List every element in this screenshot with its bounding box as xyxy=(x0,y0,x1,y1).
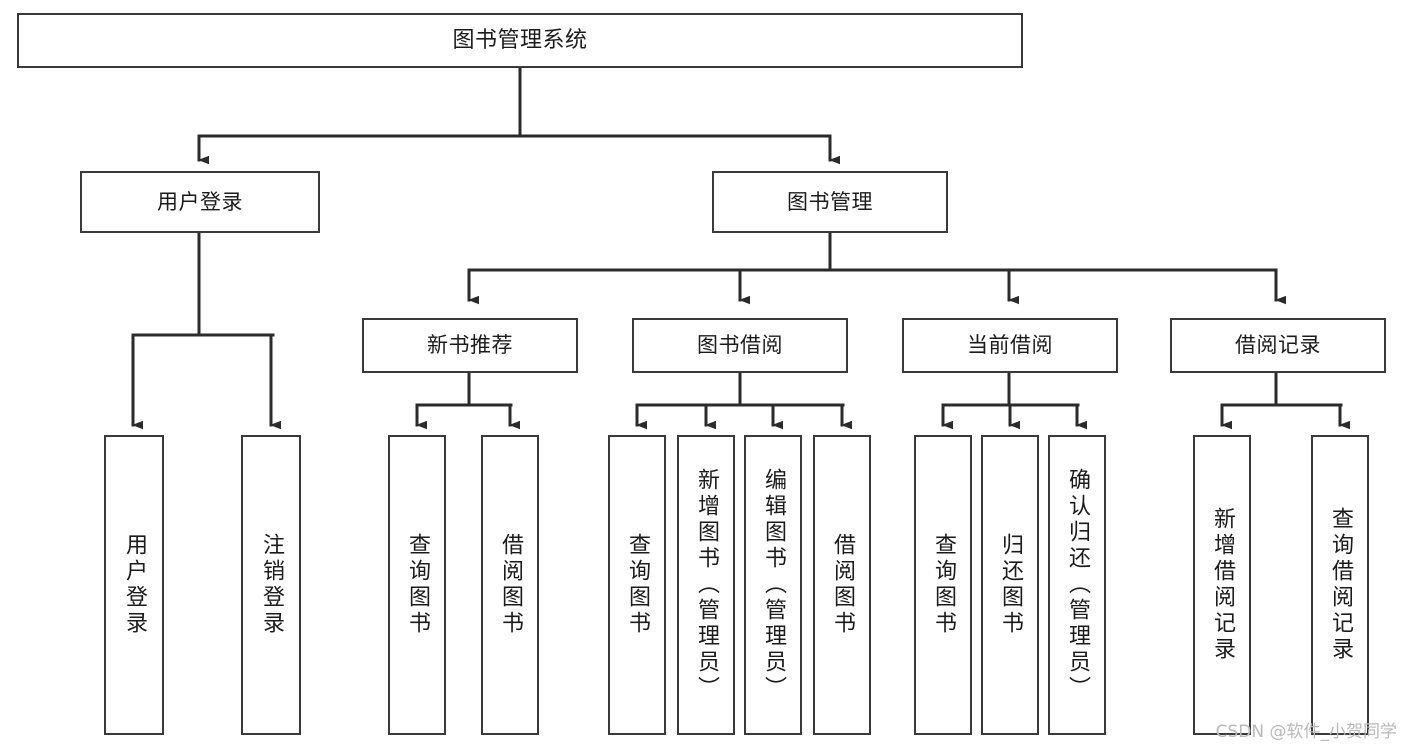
node-book-borrow[interactable]: 图书借阅 xyxy=(632,318,848,373)
leaf-book-borrow-1[interactable]: 查询图书 xyxy=(608,435,666,735)
leaf-current-borrow-1[interactable]: 查询图书 xyxy=(914,435,972,735)
leaf-book-borrow-2-label: 新增图书（管理员） xyxy=(694,468,719,702)
leaf-user-login-1[interactable]: 用户登录 xyxy=(104,435,164,735)
leaf-new-book-2[interactable]: 借阅图书 xyxy=(481,435,539,735)
leaf-current-borrow-3-label: 确认归还（管理员） xyxy=(1065,468,1090,702)
leaf-book-borrow-3-label: 编辑图书（管理员） xyxy=(761,468,786,702)
node-new-book-recommend[interactable]: 新书推荐 xyxy=(362,318,578,373)
node-current-borrow-label: 当前借阅 xyxy=(967,333,1053,358)
node-book-borrow-label: 图书借阅 xyxy=(697,333,783,358)
leaf-new-book-1[interactable]: 查询图书 xyxy=(388,435,446,735)
leaf-borrow-record-1[interactable]: 新增借阅记录 xyxy=(1193,435,1251,735)
node-root-label: 图书管理系统 xyxy=(452,27,588,53)
leaf-current-borrow-3[interactable]: 确认归还（管理员） xyxy=(1048,435,1106,735)
leaf-book-borrow-4-label: 借阅图书 xyxy=(830,533,855,637)
node-book-management-label: 图书管理 xyxy=(787,189,873,214)
leaf-new-book-2-label: 借阅图书 xyxy=(498,533,523,637)
leaf-user-login-2-label: 注销登录 xyxy=(259,533,284,637)
node-book-management[interactable]: 图书管理 xyxy=(712,171,948,233)
leaf-borrow-record-2-label: 查询借阅记录 xyxy=(1328,507,1353,663)
leaf-current-borrow-2[interactable]: 归还图书 xyxy=(981,435,1039,735)
leaf-book-borrow-3[interactable]: 编辑图书（管理员） xyxy=(744,435,802,735)
node-current-borrow[interactable]: 当前借阅 xyxy=(902,318,1118,373)
leaf-current-borrow-1-label: 查询图书 xyxy=(931,533,956,637)
leaf-user-login-1-label: 用户登录 xyxy=(122,533,147,637)
leaf-user-login-2[interactable]: 注销登录 xyxy=(241,435,301,735)
node-borrow-record-label: 借阅记录 xyxy=(1235,333,1321,358)
leaf-current-borrow-2-label: 归还图书 xyxy=(998,533,1023,637)
leaf-borrow-record-1-label: 新增借阅记录 xyxy=(1210,507,1235,663)
node-user-login-label: 用户登录 xyxy=(157,189,243,214)
node-user-login[interactable]: 用户登录 xyxy=(80,171,320,233)
node-root[interactable]: 图书管理系统 xyxy=(17,13,1023,68)
leaf-borrow-record-2[interactable]: 查询借阅记录 xyxy=(1311,435,1369,735)
leaf-book-borrow-4[interactable]: 借阅图书 xyxy=(813,435,871,735)
connector-lines xyxy=(131,66,1350,430)
leaf-book-borrow-2[interactable]: 新增图书（管理员） xyxy=(677,435,735,735)
leaf-new-book-1-label: 查询图书 xyxy=(405,533,430,637)
node-new-book-recommend-label: 新书推荐 xyxy=(427,333,513,358)
node-borrow-record[interactable]: 借阅记录 xyxy=(1170,318,1386,373)
leaf-book-borrow-1-label: 查询图书 xyxy=(625,533,650,637)
